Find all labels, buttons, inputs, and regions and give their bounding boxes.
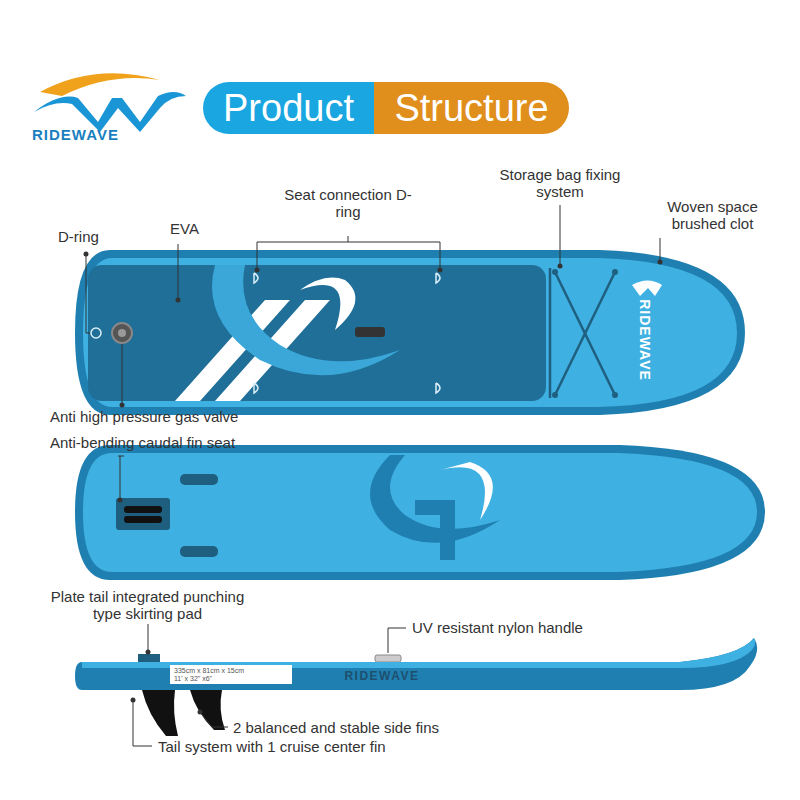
part-label: Storage bag fixing system: [495, 166, 625, 201]
part-label: Anti-bending caudal fin seat: [50, 434, 235, 451]
leader-lines: [86, 205, 660, 746]
size-label: 335cm x 81cm x 15cm: [174, 667, 244, 675]
part-label: UV resistant nylon handle: [412, 619, 583, 636]
title-text: Structure: [394, 89, 548, 127]
part-label: EVA: [170, 220, 199, 237]
bottom-view: [75, 445, 765, 580]
brand-logo: [34, 73, 186, 132]
title-pill: Structure: [374, 82, 569, 134]
part-label: Anti high pressure gas valve: [50, 408, 238, 425]
part-label: Woven space brushed clot: [645, 198, 780, 233]
board-wordmark: RIDEWAVE: [344, 670, 419, 684]
part-label: 2 balanced and stable side fins: [233, 719, 439, 736]
part-label: D-ring: [58, 228, 99, 245]
size-label: 11' x 32" x6": [174, 675, 212, 683]
title-text: Product: [223, 89, 354, 127]
part-label: Plate tail integrated punching type skir…: [40, 588, 255, 623]
deck-view: [75, 250, 745, 415]
side-view: [75, 638, 757, 736]
part-label: Seat connection D-ring: [283, 186, 413, 221]
board-wordmark: RIDEWAVE: [637, 299, 653, 381]
part-label: Tail system with 1 cruise center fin: [158, 738, 386, 755]
brand-wordmark: RIDEWAVE: [32, 126, 119, 143]
title-pill: Product: [203, 82, 374, 134]
